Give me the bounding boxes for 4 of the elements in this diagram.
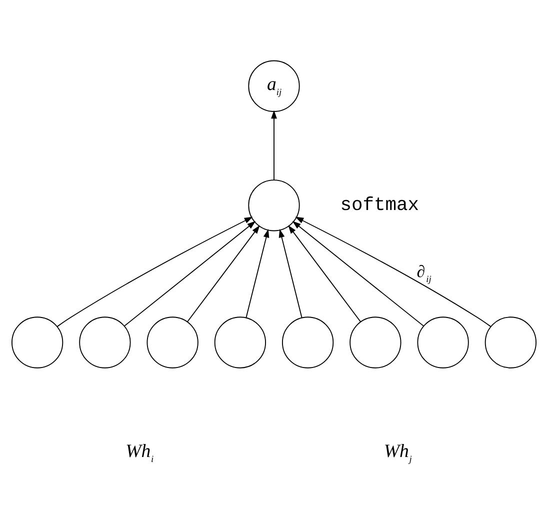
edge-label: ∂$_{ij}$ [416,262,432,285]
label: Wh$_{i}$ [126,440,154,465]
label: Wh$_{j}$ [384,440,412,465]
node-label: softmax [340,194,420,216]
